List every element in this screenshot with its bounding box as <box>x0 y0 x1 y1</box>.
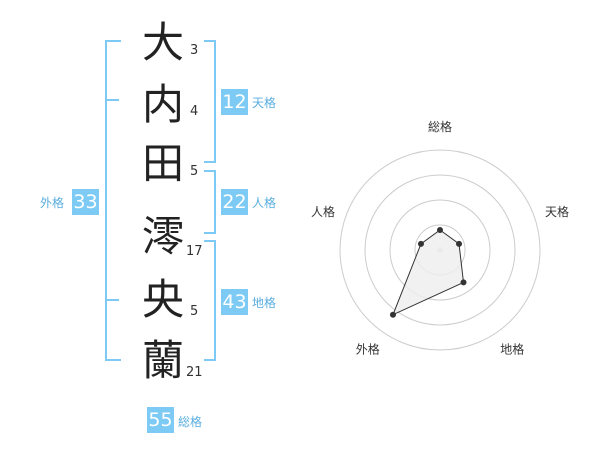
jinkaku-label: 人格 <box>252 196 277 210</box>
radar-ring <box>389 199 491 301</box>
stroke-count-6: 21 <box>186 365 203 380</box>
radar-axis-label: 総格 <box>428 119 452 134</box>
tenkaku-bracket <box>204 40 216 163</box>
bracket-tick <box>105 99 119 101</box>
kanji-4: 澪 <box>141 212 184 261</box>
tenkaku-value: 12 <box>221 89 248 115</box>
radar-series <box>389 227 467 318</box>
soukaku-value: 55 <box>147 407 174 433</box>
soukaku-label: 総格 <box>178 415 203 429</box>
stroke-count-4: 17 <box>186 244 203 259</box>
tenkaku-label: 天格 <box>252 96 277 110</box>
gaikaku-label: 外格 <box>40 196 65 210</box>
kanji-2: 内 <box>141 80 184 129</box>
radar-point <box>389 311 396 318</box>
jinkaku-bracket <box>204 170 216 234</box>
radar-point <box>456 240 463 247</box>
kanji-6: 蘭 <box>141 336 184 385</box>
radar-axis-label: 天格 <box>545 204 569 219</box>
chikaku-value: 43 <box>221 289 248 315</box>
stroke-count-1: 3 <box>190 43 199 58</box>
radar-point <box>460 279 467 286</box>
jinkaku-value: 22 <box>221 189 248 215</box>
stroke-count-3: 5 <box>190 164 199 179</box>
radar-point <box>437 227 443 233</box>
radar-ring <box>339 149 541 351</box>
stroke-count-2: 4 <box>190 104 199 119</box>
chikaku-label: 地格 <box>252 296 277 310</box>
stroke-count-5: 5 <box>190 304 199 319</box>
radar-axis-label: 地格 <box>500 342 524 357</box>
gaikaku-value: 33 <box>72 189 99 215</box>
bracket-tick <box>105 299 119 301</box>
radar-point <box>417 240 424 247</box>
radar-ring <box>364 174 516 326</box>
kanji-5: 央 <box>141 275 184 324</box>
kanji-3: 田 <box>141 139 184 188</box>
kanji-1: 大 <box>141 18 184 67</box>
radar-axis-label: 人格 <box>311 204 335 219</box>
chikaku-bracket <box>204 240 216 361</box>
radar-polygon <box>392 229 465 316</box>
gaikaku-bracket <box>105 40 121 361</box>
radar-axis-label: 外格 <box>356 342 380 357</box>
